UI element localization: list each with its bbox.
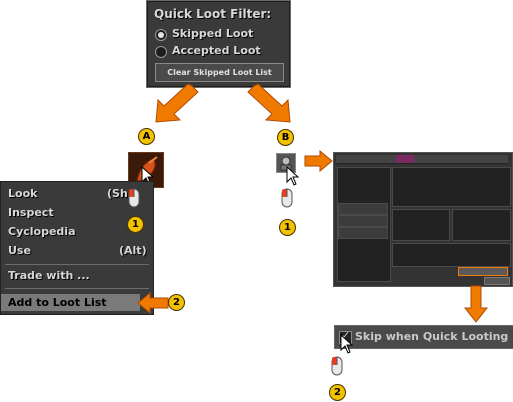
item-thumbnail-icon xyxy=(396,155,414,163)
step-2-badge: 2 xyxy=(329,384,346,401)
callout-a-badge: A xyxy=(138,128,155,145)
cyclopedia-list-row[interactable] xyxy=(338,215,388,227)
menu-separator xyxy=(5,288,149,289)
cyclopedia-sell-table xyxy=(392,209,450,241)
quick-loot-filter-panel: Quick Loot Filter: Skipped Loot Accepted… xyxy=(146,0,291,88)
menu-item-look[interactable]: Look (Sh xyxy=(1,186,153,202)
menu-item-cyclopedia[interactable]: Cyclopedia xyxy=(1,224,153,240)
menu-item-shortcut: (Alt) xyxy=(119,244,147,257)
menu-item-label: Trade with ... xyxy=(8,269,90,282)
cyclopedia-book-icon xyxy=(280,156,292,171)
skipped-loot-radio-option[interactable]: Skipped Loot xyxy=(155,27,283,42)
quick-loot-filter-title: Quick Loot Filter: xyxy=(154,7,272,21)
close-button[interactable] xyxy=(484,277,510,285)
cyclopedia-tab-bar xyxy=(336,155,508,164)
mouse-left-click-icon xyxy=(281,188,293,208)
menu-item-add-to-loot-list[interactable]: Add to Loot List xyxy=(1,294,140,311)
mouse-left-click-icon xyxy=(128,188,140,208)
cyclopedia-buy-table xyxy=(452,209,511,241)
menu-item-label: Cyclopedia xyxy=(8,225,76,238)
arrow-down-icon xyxy=(463,285,489,323)
skip-when-quick-looting-mini-checkbox[interactable] xyxy=(458,267,508,276)
menu-item-label: Add to Loot List xyxy=(8,296,107,309)
radio-unselected-icon[interactable] xyxy=(155,46,167,58)
arrow-down-left-icon xyxy=(155,84,199,123)
arrow-right-icon xyxy=(304,150,333,172)
accepted-loot-label: Accepted Loot xyxy=(172,44,261,57)
arrow-down-right-icon xyxy=(247,84,291,123)
menu-item-use[interactable]: Use (Alt) xyxy=(1,243,153,259)
arrow-left-icon xyxy=(137,292,169,314)
menu-item-label: Use xyxy=(8,244,31,257)
mouse-cursor-icon xyxy=(340,334,354,354)
step-1-badge: 1 xyxy=(127,216,144,233)
cyclopedia-window xyxy=(333,152,513,287)
cyclopedia-list-row[interactable] xyxy=(338,227,388,239)
mouse-left-click-icon xyxy=(331,356,343,376)
step-2-badge: 2 xyxy=(168,294,185,311)
clear-skipped-loot-list-button[interactable]: Clear Skipped Loot List xyxy=(155,63,284,82)
skipped-loot-label: Skipped Loot xyxy=(172,27,254,40)
menu-item-inspect[interactable]: Inspect xyxy=(1,205,153,221)
cyclopedia-item-details xyxy=(392,167,511,207)
menu-item-shortcut: (Sh xyxy=(107,187,128,200)
menu-item-label: Look xyxy=(8,187,38,200)
cyclopedia-button[interactable] xyxy=(276,153,296,173)
cyclopedia-list-row[interactable] xyxy=(338,203,388,215)
skip-when-quick-looting-label: Skip when Quick Looting xyxy=(355,330,509,343)
step-1-badge: 1 xyxy=(279,219,296,236)
menu-item-label: Inspect xyxy=(8,206,54,219)
cyclopedia-loot-settings xyxy=(392,243,511,267)
mouse-cursor-icon xyxy=(286,166,300,186)
radio-selected-icon[interactable] xyxy=(155,29,167,41)
menu-separator xyxy=(5,264,149,265)
callout-b-badge: B xyxy=(277,129,294,146)
menu-item-trade-with[interactable]: Trade with ... xyxy=(1,268,153,284)
item-context-menu: Look (Sh Inspect Cyclopedia Use (Alt) Tr… xyxy=(0,181,154,315)
accepted-loot-radio-option[interactable]: Accepted Loot xyxy=(155,44,283,59)
skip-when-quick-looting-option[interactable]: Skip when Quick Looting xyxy=(334,325,513,349)
